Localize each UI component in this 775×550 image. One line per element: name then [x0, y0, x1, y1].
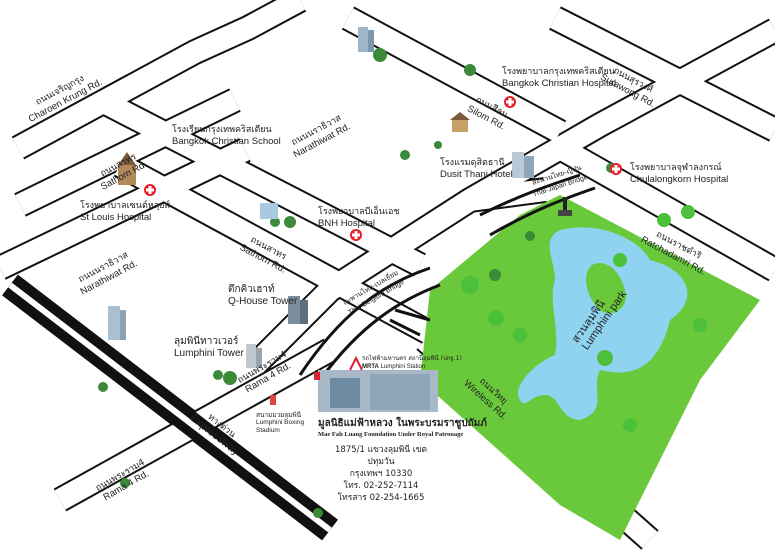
- foundation-name: มูลนิธิแม่ฟ้าหลวง ในพระบรมราชูปถัมภ์ Mae…: [318, 418, 487, 438]
- foundation-address: 1875/1 แขวงลุมพินี เขตปทุมวัน กรุงเทพฯ 1…: [333, 444, 429, 504]
- mrta-logo-icon: [314, 355, 363, 380]
- buildings: [108, 27, 572, 412]
- school-icon: [450, 112, 470, 132]
- label-q-house-tower: ตึกคิวเฮาท์Q-House Tower: [228, 284, 298, 307]
- label-chulalongkorn-hospital: โรงพยาบาลจุฬาลงกรณ์Chulalongkorn Hospita…: [630, 163, 729, 185]
- boxing-figure-icon: [270, 395, 276, 405]
- address-line-1: 1875/1 แขวงลุมพินี เขตปทุมวัน: [335, 445, 427, 467]
- label-mrta-station: รถไฟฟ้ามหานคร สถานีลุมพินี (ปกฐ.1) MRTA …: [362, 355, 462, 370]
- tower-icon: [246, 344, 262, 368]
- foundation-building-icon: [318, 370, 438, 412]
- bridges: [298, 173, 596, 381]
- label-st-louis-hospital: โรงพยาบาลเซนต์หลุยส์St Louis Hospital: [80, 201, 170, 223]
- statue-icon: [558, 197, 572, 216]
- hospital-building-icon: [260, 203, 278, 219]
- hotel-icon: [512, 152, 534, 178]
- hospital-cross-icon: [350, 229, 362, 241]
- building-icon: [358, 27, 374, 52]
- hospital-icons: [144, 96, 622, 241]
- church-icon: [118, 152, 136, 185]
- fax-number: โทรสาร 02-254-1665: [337, 493, 425, 503]
- lake: [518, 227, 688, 420]
- label-lumphini-tower: ลุมพินีทาวเวอร์Lumphini Tower: [174, 336, 244, 359]
- lumphini-park-area: [420, 195, 760, 540]
- hospital-cross-icon: [610, 163, 622, 175]
- address-line-2: กรุงเทพฯ 10330: [349, 469, 413, 479]
- hospital-cross-icon: [144, 184, 156, 196]
- tower-icon: [288, 296, 308, 324]
- tower-icon: [108, 306, 126, 340]
- trees: [98, 48, 707, 518]
- hospital-cross-icon: [504, 96, 516, 108]
- label-dusit-thani: โรงแรมดุสิตธานีDusit Thani Hotel: [440, 158, 513, 180]
- phone-number: โทร. 02-252-7114: [343, 481, 419, 491]
